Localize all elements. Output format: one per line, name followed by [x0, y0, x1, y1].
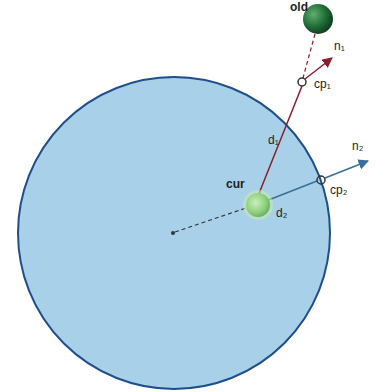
normal-n1 [305, 58, 332, 79]
point-label: old [290, 1, 308, 14]
normal-n2 [325, 161, 368, 178]
distance-d2 [266, 181, 317, 201]
center-dot [171, 231, 175, 235]
point-label: cp₁ [314, 78, 331, 91]
point-label: d₂ [276, 207, 287, 220]
point-label: cur [226, 178, 245, 191]
point-label: d₁ [268, 134, 279, 147]
contact-point [317, 176, 325, 184]
current-sphere [246, 193, 270, 217]
point-label: n₂ [352, 140, 363, 153]
center-ray [175, 208, 246, 232]
motion-ray [303, 34, 315, 78]
point-label: cp₂ [330, 184, 347, 197]
distance-d1 [256, 86, 302, 201]
point-label: n₁ [334, 40, 345, 53]
sphere-halo [243, 190, 273, 220]
contact-point [298, 78, 306, 86]
bounding-sphere [18, 77, 330, 389]
